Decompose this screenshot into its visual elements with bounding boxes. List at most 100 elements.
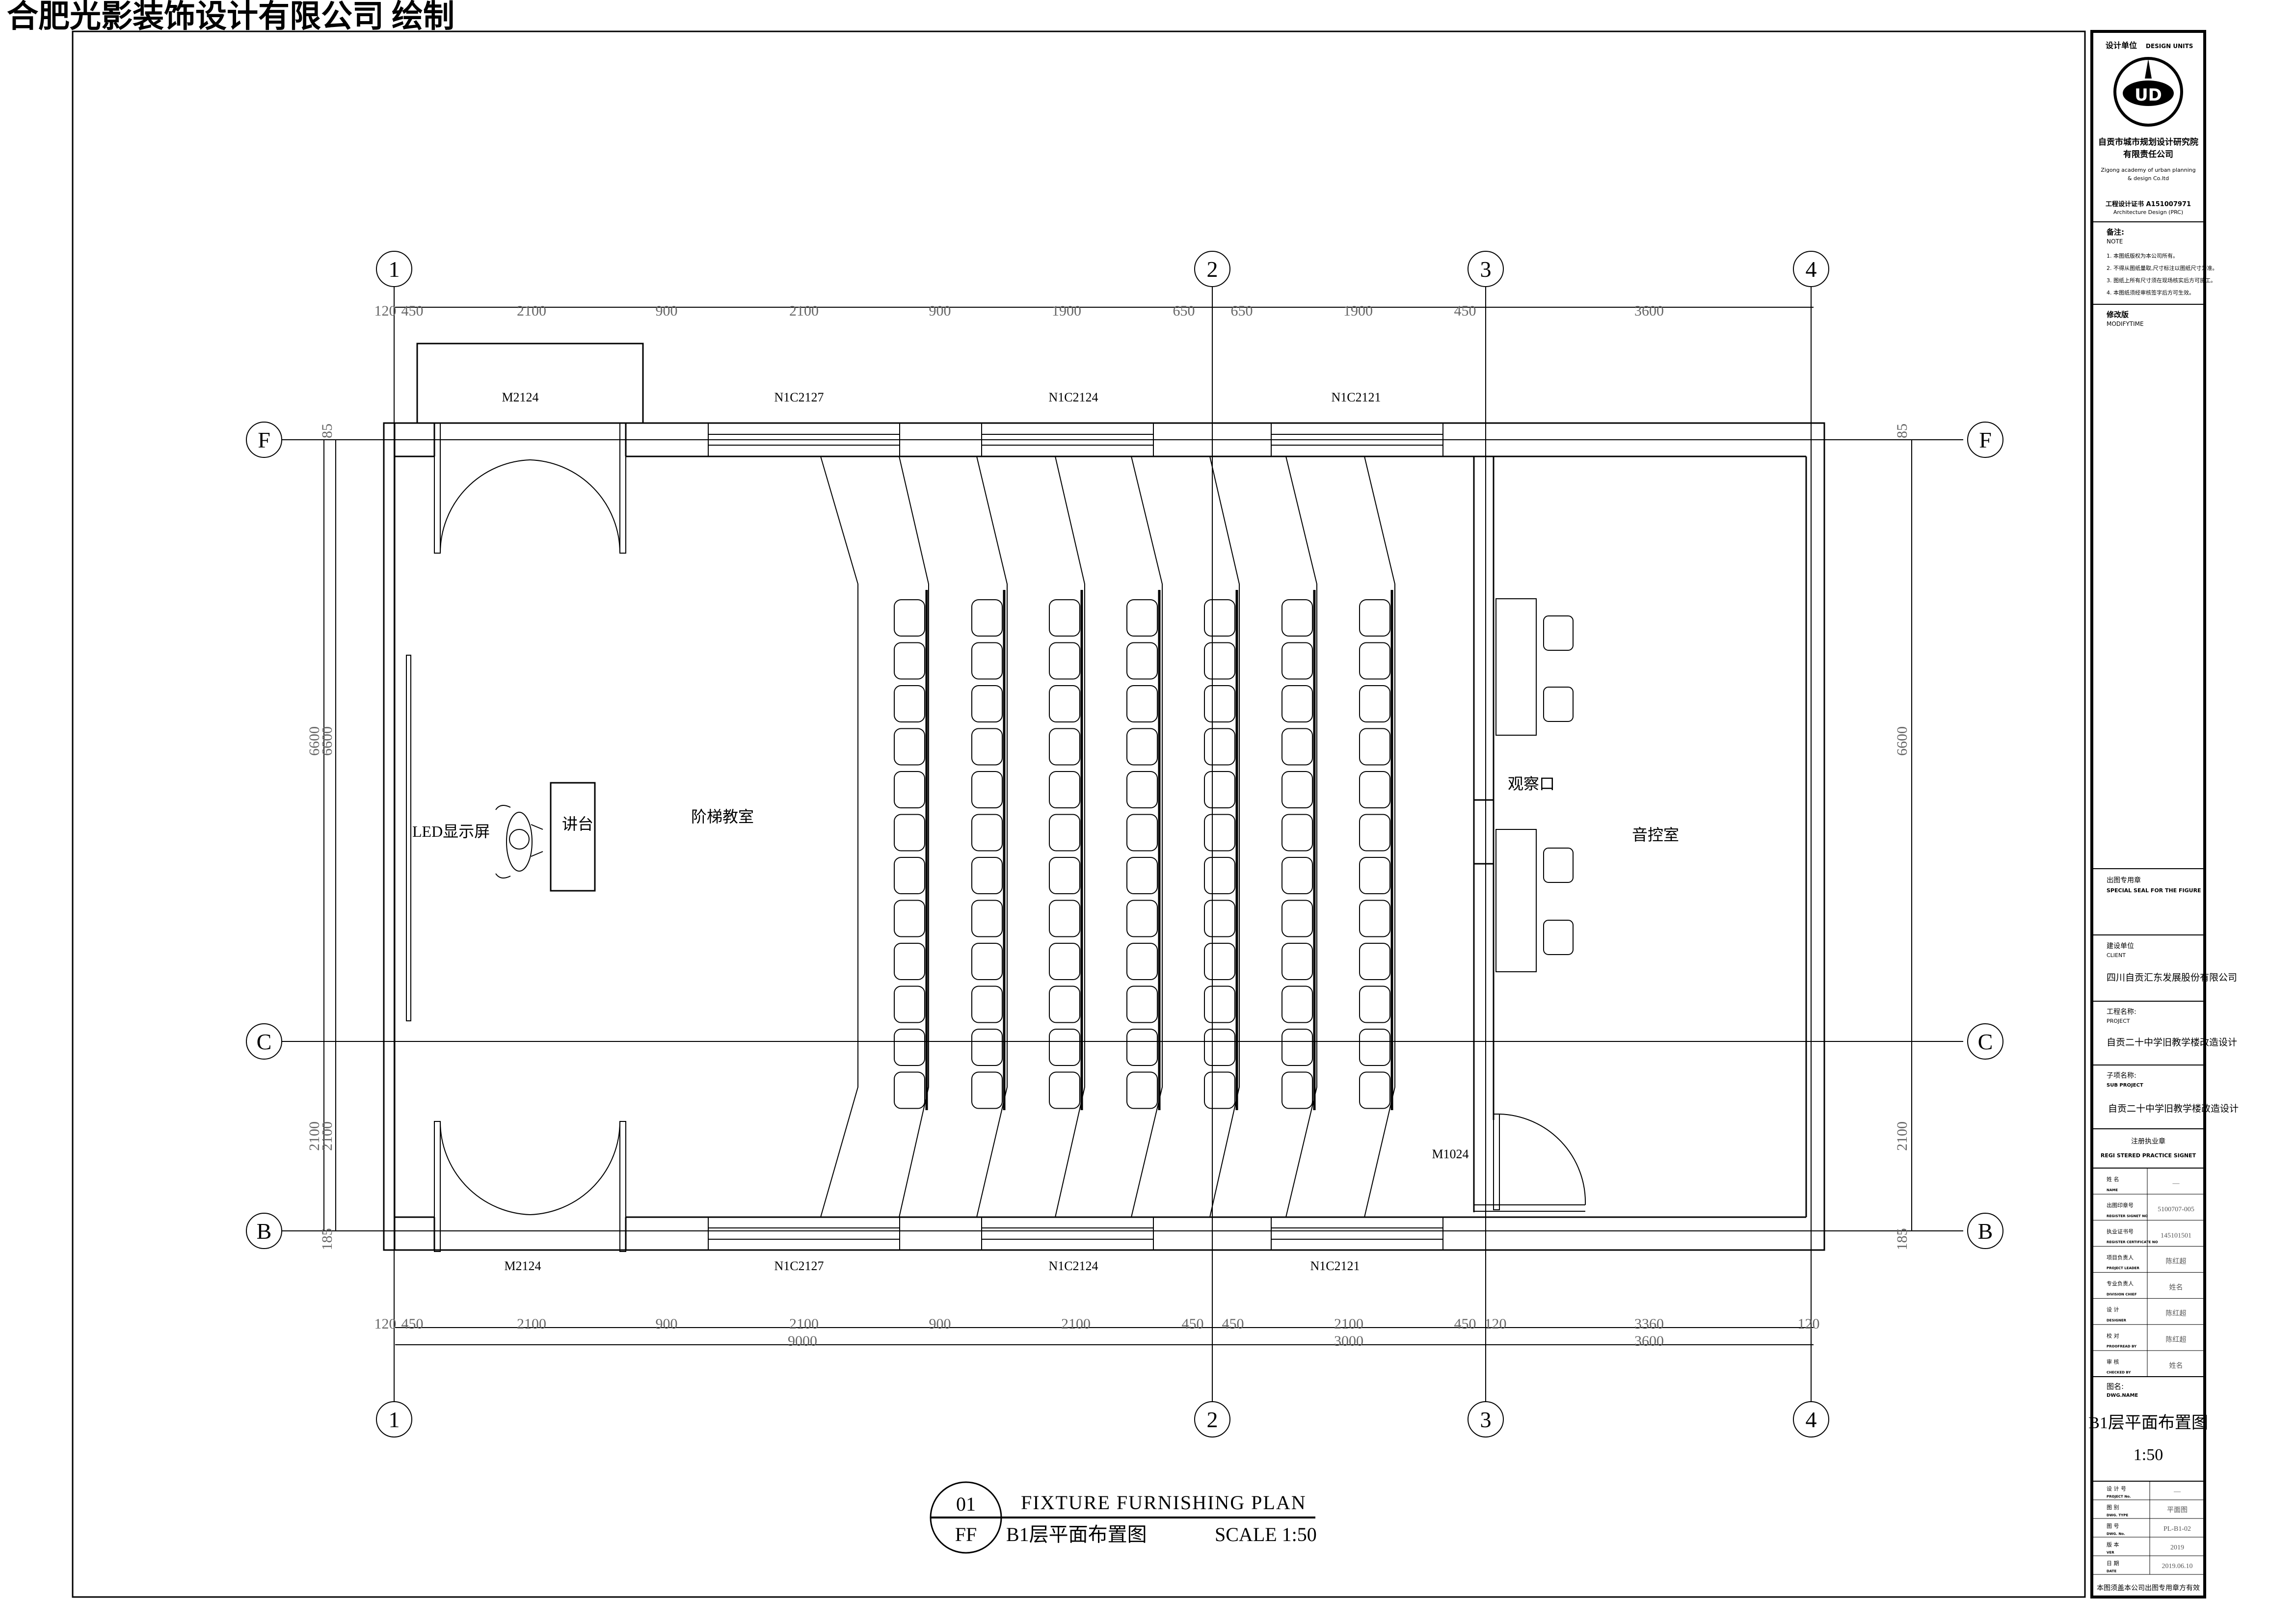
windows: [708, 423, 1443, 1251]
seat: [1204, 1029, 1235, 1066]
door-label: M2124: [502, 390, 538, 404]
axis-bubble-3-bottom: 3: [1468, 1401, 1504, 1438]
svg-text:900: 900: [929, 303, 951, 319]
chair: [1543, 920, 1574, 955]
table-value: 陈红超: [2166, 1309, 2187, 1318]
podium-label: 讲台: [562, 815, 593, 833]
seat: [1281, 599, 1313, 637]
svg-text:6600: 6600: [319, 726, 335, 756]
plan-scale: SCALE 1:50: [1215, 1523, 1317, 1545]
ud-logo: UD: [2113, 57, 2183, 127]
table-label: 设 计: [2107, 1306, 2119, 1313]
window-opening-label: 观察口: [1508, 775, 1555, 793]
table-label-en: DATE: [2107, 1569, 2116, 1573]
window-bottom-1: [708, 1217, 900, 1251]
svg-text:120: 120: [1485, 1316, 1507, 1332]
table-label-en: NAME: [2107, 1188, 2118, 1192]
seat: [894, 857, 925, 894]
table-value: 145101501: [2161, 1232, 2191, 1239]
seat: [1281, 943, 1313, 980]
seat: [1281, 685, 1313, 722]
speaker-figure: [495, 805, 543, 879]
svg-text:450: 450: [401, 303, 424, 319]
seat: [1359, 599, 1390, 637]
svg-text:2: 2: [1207, 1407, 1218, 1432]
outer-wall: [383, 422, 1825, 1251]
svg-text:2100: 2100: [306, 1121, 322, 1151]
seat: [1281, 985, 1313, 1023]
window-top-2: [981, 423, 1154, 457]
plan-code: FF: [955, 1523, 977, 1545]
podium: [550, 782, 596, 892]
seat: [1359, 685, 1390, 722]
table-value: 陈红超: [2166, 1257, 2187, 1265]
axis-bubble-4-top: 4: [1793, 251, 1829, 287]
opening-labels: M2124 M2124 M1024 N1C2127 N1C2124 N1C212…: [502, 390, 1468, 1273]
seat: [1204, 771, 1235, 808]
seat: [1049, 900, 1080, 937]
svg-text:650: 650: [1173, 303, 1195, 319]
seat: [1281, 642, 1313, 680]
svg-text:9000: 9000: [788, 1333, 817, 1349]
svg-text:Zigong academy of urban planni: Zigong academy of urban planning: [2101, 167, 2195, 173]
svg-text:85: 85: [319, 424, 335, 438]
plan-title: 01 FF FIXTURE FURNISHING PLAN B1层平面布置图 S…: [930, 1481, 1317, 1554]
seat: [1126, 943, 1158, 980]
svg-text:自贡二十中学旧教学楼改造设计: 自贡二十中学旧教学楼改造设计: [2107, 1037, 2237, 1048]
svg-text:3000: 3000: [1334, 1333, 1363, 1349]
walls: [383, 343, 1825, 1251]
seat: [1049, 857, 1080, 894]
axis-bubble-3-top: 3: [1468, 251, 1504, 287]
svg-text:85: 85: [1894, 424, 1910, 438]
seating: [894, 590, 1393, 1110]
table-label-en: PROOFREAD BY: [2107, 1345, 2137, 1349]
plan-number: 01: [956, 1493, 976, 1515]
svg-text:子项名称:: 子项名称:: [2107, 1072, 2136, 1080]
svg-text:900: 900: [656, 1316, 678, 1332]
door-bottom-left: [434, 1121, 626, 1252]
table-label-en: PROJECT LEADER: [2107, 1266, 2139, 1270]
svg-text:3600: 3600: [1634, 303, 1664, 319]
seat: [1281, 1029, 1313, 1066]
seat: [1281, 857, 1313, 894]
table-value: PL-B1-02: [2163, 1525, 2191, 1533]
svg-text:& design Co.ltd: & design Co.ltd: [2128, 175, 2169, 182]
window-label: N1C2124: [1048, 390, 1098, 404]
svg-text:F: F: [1979, 427, 1992, 453]
table-value: —: [2172, 1180, 2180, 1187]
table-label-en: REGISTER SIGNET NO: [2107, 1214, 2148, 1218]
plan-title-en: FIXTURE FURNISHING PLAN: [1021, 1491, 1307, 1514]
table-label: 图 号: [2107, 1523, 2119, 1529]
window-bottom-2: [981, 1217, 1154, 1251]
drawing-frame: [72, 30, 2086, 1598]
seat: [1049, 728, 1080, 766]
seat: [1126, 857, 1158, 894]
table-label: 姓 名: [2107, 1176, 2119, 1183]
table-label: 项目负责人: [2107, 1254, 2134, 1261]
svg-text:2100: 2100: [789, 1316, 819, 1332]
door-label: M2124: [504, 1259, 541, 1273]
axis-bubble-4-bottom: 4: [1793, 1401, 1829, 1438]
plan-title-cn: B1层平面布置图: [1006, 1523, 1147, 1545]
seat: [1359, 728, 1390, 766]
seat: [1281, 814, 1313, 852]
seat: [971, 728, 1003, 766]
seat: [971, 1029, 1003, 1066]
svg-text:6600: 6600: [1894, 726, 1910, 756]
seat: [1126, 1029, 1158, 1066]
axis-bubble-F-left: F: [246, 422, 282, 458]
svg-text:2100: 2100: [1334, 1316, 1363, 1332]
seat: [1204, 642, 1235, 680]
table-label-en: PROJECT No.: [2107, 1494, 2131, 1498]
seat: [894, 900, 925, 937]
title-block-frame: [2090, 30, 2206, 1598]
svg-text:450: 450: [1182, 1316, 1204, 1332]
seat: [1204, 728, 1235, 766]
svg-text:2: 2: [1207, 257, 1218, 282]
svg-text:UD: UD: [2135, 85, 2162, 105]
seat: [1049, 1071, 1080, 1109]
svg-text:自贡二十中学旧教学楼改造设计: 自贡二十中学旧教学楼改造设计: [2108, 1103, 2239, 1114]
svg-text:B: B: [257, 1219, 272, 1244]
seat: [971, 685, 1003, 722]
